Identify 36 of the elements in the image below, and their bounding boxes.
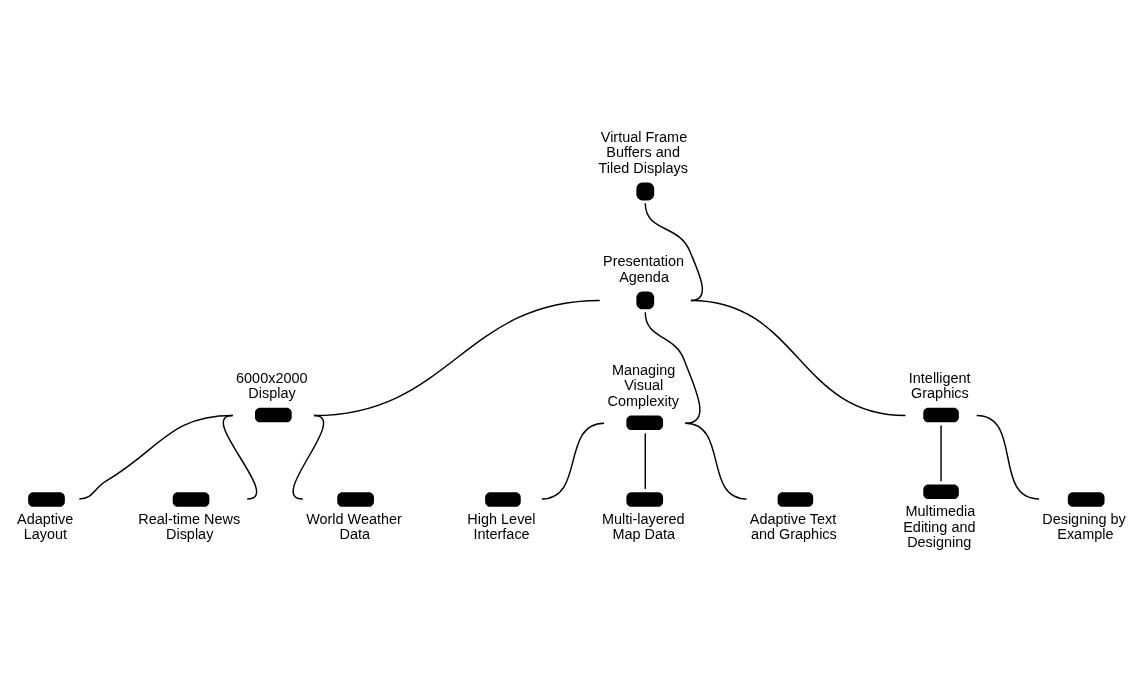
connector	[644, 432, 646, 490]
connector	[541, 422, 605, 500]
node-label: Adaptive Layout	[17, 510, 74, 543]
node-label: Multi-layered Map Data	[601, 510, 685, 543]
connector	[684, 422, 748, 500]
node-label: Real-time News Display	[138, 510, 241, 543]
node-label: Intelligent Graphics	[908, 369, 971, 402]
node-label: High Level Interface	[467, 510, 536, 543]
node-label: 6000x2000 Display	[236, 369, 308, 402]
connector	[292, 414, 325, 500]
node-label: Multimedia Editing and Designing	[903, 503, 976, 551]
connector	[975, 414, 1040, 500]
node-dumbbell	[337, 492, 374, 507]
connector	[690, 299, 907, 417]
node-label: Managing Visual Complexity	[607, 361, 679, 409]
node-dumbbell	[172, 492, 210, 507]
node-dumbbell	[28, 492, 65, 507]
node-circle	[636, 291, 655, 310]
node-dumbbell	[923, 484, 959, 499]
node-dumbbell	[923, 407, 959, 423]
node-label: World Weather Data	[306, 510, 402, 543]
node-dumbbell	[626, 492, 664, 507]
node-circle	[636, 182, 655, 201]
node-dumbbell	[777, 492, 814, 507]
node-dumbbell	[255, 407, 292, 423]
node-dumbbell	[1067, 492, 1105, 507]
connector	[644, 202, 704, 302]
node-dumbbell	[626, 415, 664, 430]
node-label: Presentation Agenda	[603, 253, 685, 286]
node-label: Virtual Frame Buffers and Tiled Displays	[598, 128, 688, 177]
node-label: Designing by Example	[1042, 510, 1126, 543]
connector	[644, 311, 701, 425]
connector	[940, 424, 942, 482]
connector	[222, 414, 258, 500]
node-dumbbell	[485, 492, 521, 507]
node-label: Adaptive Text and Graphics	[749, 510, 837, 543]
